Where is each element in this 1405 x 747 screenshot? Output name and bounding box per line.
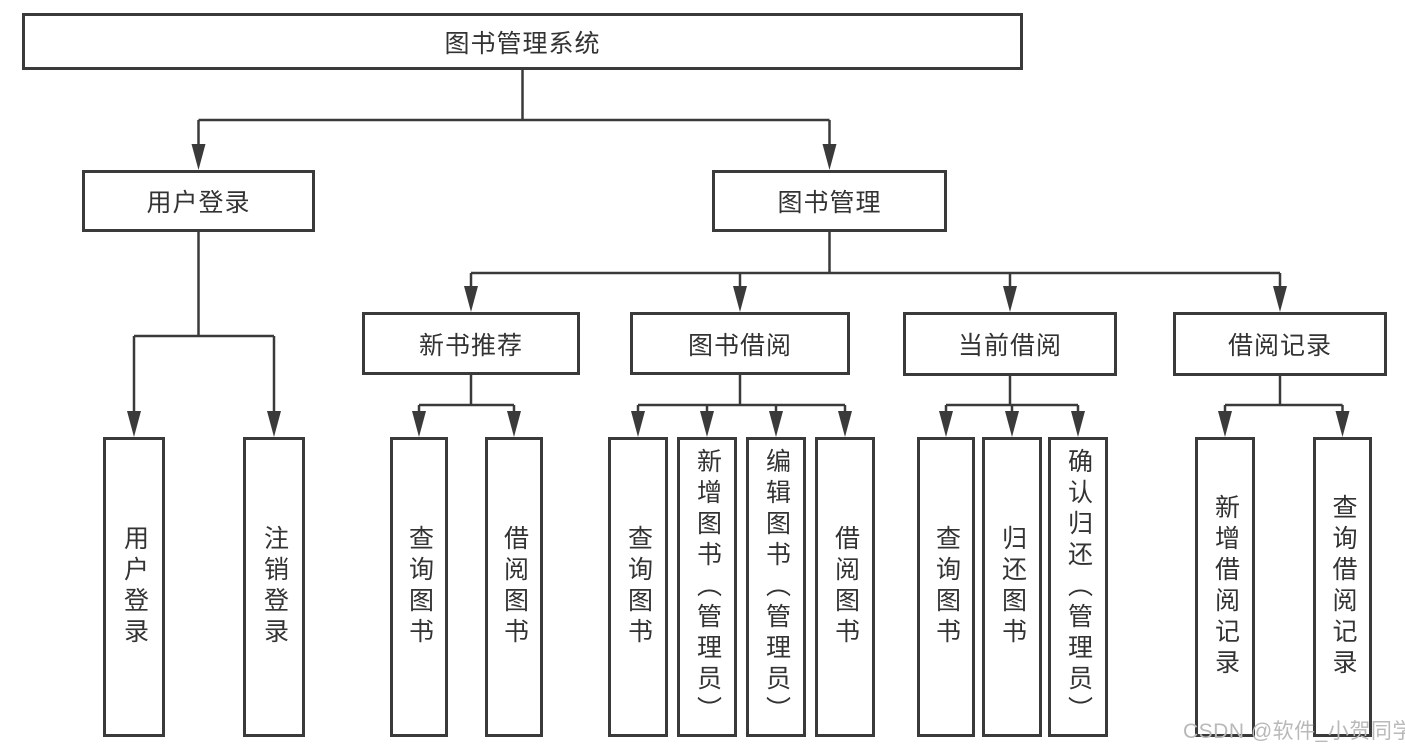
node-leaf-recommend-query-books-label: 查询图书 [405, 525, 434, 649]
node-leaf-add-borrow-record: 新增借阅记录 [1195, 437, 1255, 737]
node-leaf-borrow-books-label: 借阅图书 [831, 525, 860, 649]
node-leaf-recommend-query-books: 查询图书 [390, 437, 448, 737]
node-leaf-logout-label: 注销登录 [260, 525, 289, 649]
node-leaf-confirm-return-admin-label: 确认归还（管理员） [1064, 447, 1093, 727]
node-user-login-label: 用户登录 [146, 189, 251, 217]
watermark: CSDN @软件_小贺同学 [1183, 720, 1405, 743]
node-leaf-return-books-label: 归还图书 [998, 525, 1027, 649]
connector-book-borrow-children [631, 375, 852, 437]
node-leaf-query-borrow-record-label: 查询借阅记录 [1329, 494, 1357, 680]
node-leaf-recommend-borrow-books-label: 借阅图书 [500, 525, 529, 649]
node-user-login: 用户登录 [82, 170, 315, 232]
node-leaf-recommend-borrow-books: 借阅图书 [485, 437, 543, 737]
node-leaf-borrow-books: 借阅图书 [815, 437, 875, 737]
node-leaf-add-borrow-record-label: 新增借阅记录 [1211, 494, 1240, 680]
node-borrow-records: 借阅记录 [1173, 312, 1387, 376]
node-leaf-edit-books-admin: 编辑图书（管理员） [746, 437, 806, 737]
node-leaf-logout: 注销登录 [243, 437, 305, 737]
connector-borrow-records-children [1218, 376, 1350, 437]
node-book-borrow: 图书借阅 [630, 312, 850, 375]
node-leaf-current-query-books: 查询图书 [917, 437, 975, 737]
connector-root-to-level2 [191, 70, 837, 170]
node-root: 图书管理系统 [22, 13, 1023, 70]
node-book-management-label: 图书管理 [777, 189, 882, 217]
node-borrow-records-label: 借阅记录 [1227, 332, 1332, 360]
node-current-borrow: 当前借阅 [903, 312, 1117, 376]
connector-new-book-recommend-children [412, 375, 521, 437]
node-leaf-borrow-query-books-label: 查询图书 [624, 525, 653, 649]
node-leaf-edit-books-admin-label: 编辑图书（管理员） [762, 447, 791, 727]
node-leaf-return-books: 归还图书 [982, 437, 1042, 737]
connector-book-management-to-level3 [464, 232, 1287, 312]
connector-current-borrow-children [939, 376, 1085, 437]
node-leaf-add-books-admin-label: 新增图书（管理员） [693, 447, 722, 727]
node-leaf-add-books-admin: 新增图书（管理员） [677, 437, 737, 737]
node-leaf-current-query-books-label: 查询图书 [932, 525, 961, 649]
node-current-borrow-label: 当前借阅 [957, 332, 1062, 360]
node-book-borrow-label: 图书借阅 [687, 331, 792, 360]
node-leaf-borrow-query-books: 查询图书 [608, 437, 668, 737]
node-new-book-recommend: 新书推荐 [362, 312, 580, 375]
node-root-label: 图书管理系统 [444, 29, 601, 58]
node-leaf-user-login: 用户登录 [103, 437, 165, 737]
node-leaf-confirm-return-admin: 确认归还（管理员） [1048, 437, 1108, 737]
node-new-book-recommend-label: 新书推荐 [418, 331, 523, 360]
node-leaf-query-borrow-record: 查询借阅记录 [1313, 437, 1372, 737]
node-book-management: 图书管理 [712, 170, 947, 232]
node-leaf-user-login-label: 用户登录 [120, 525, 149, 649]
connector-user-login-children [127, 232, 281, 437]
